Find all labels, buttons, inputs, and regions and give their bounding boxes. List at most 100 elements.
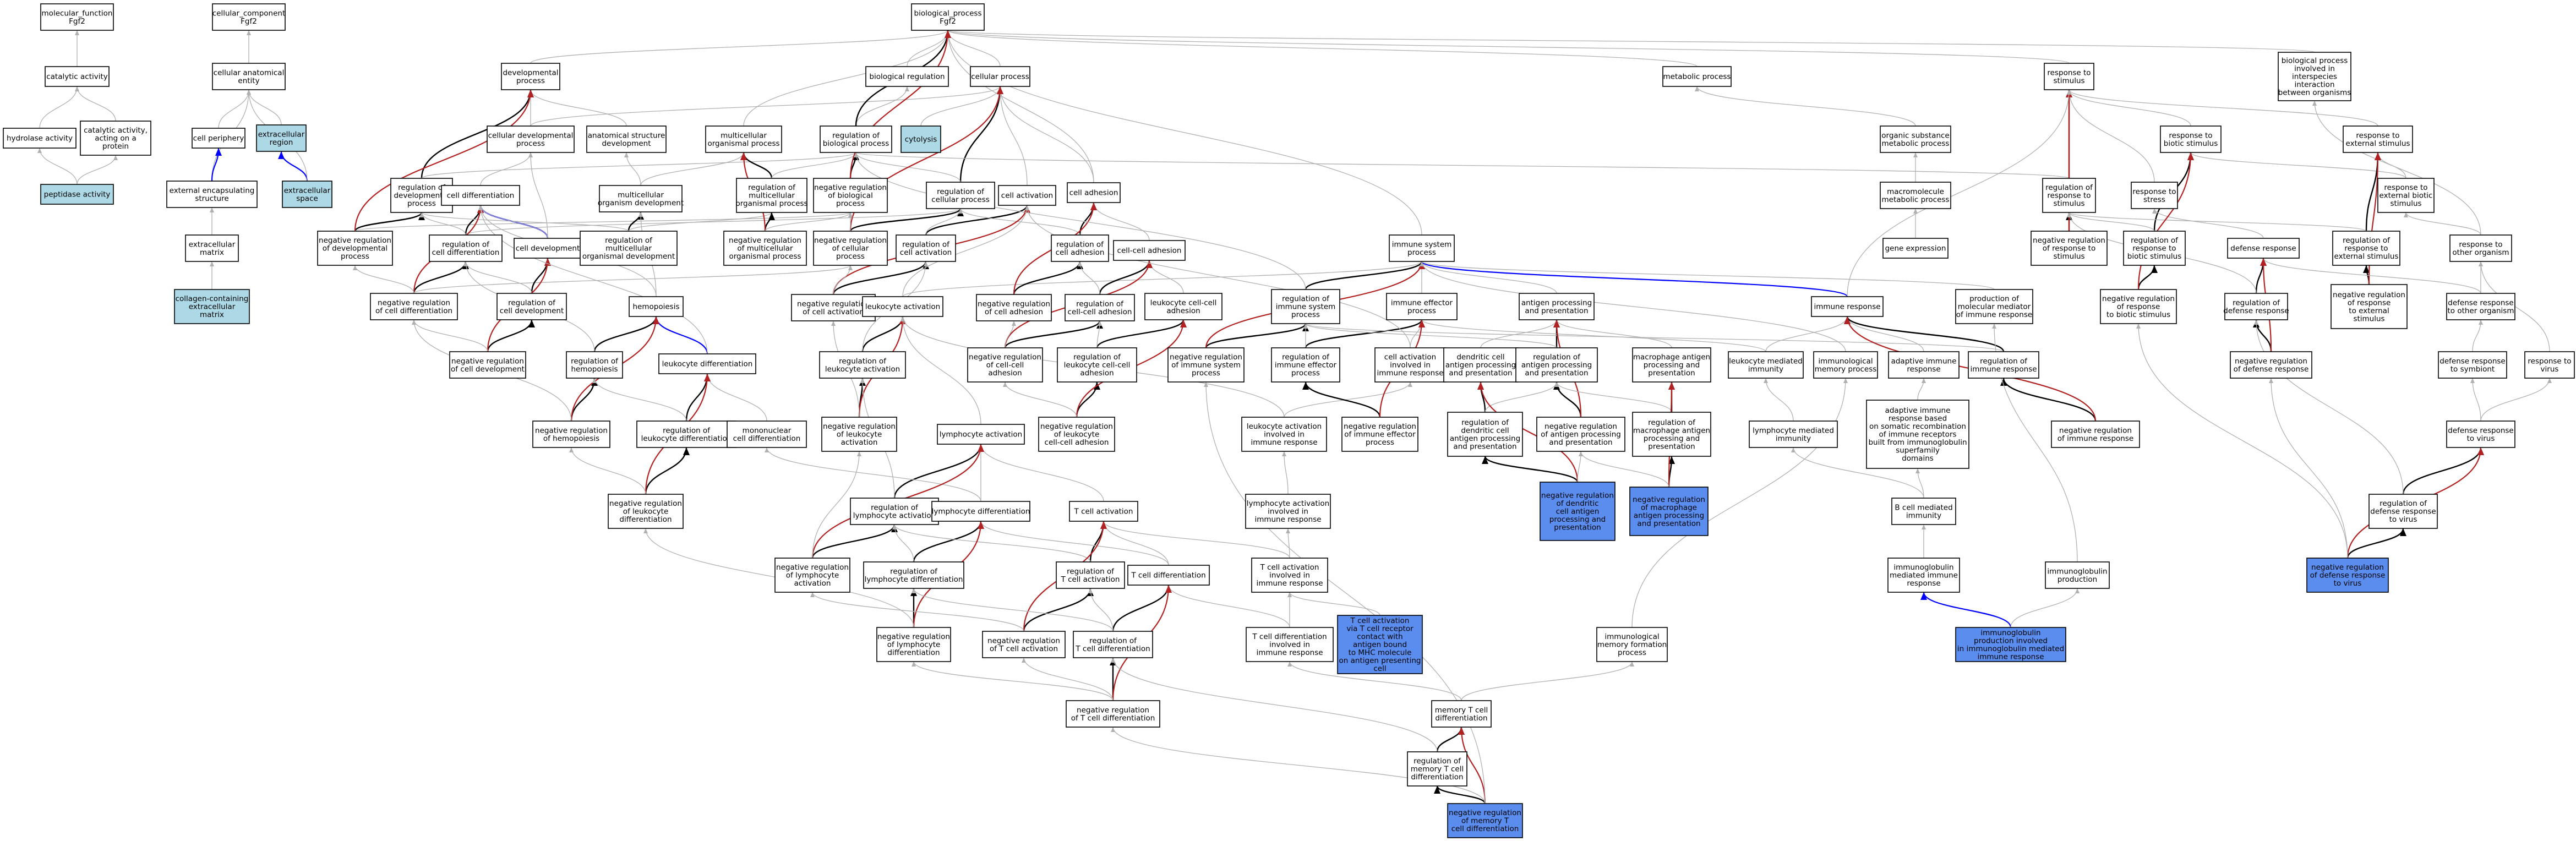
node-hemopoiesis[interactable]: hemopoiesis xyxy=(629,296,684,317)
node-gene-expression[interactable]: gene expression xyxy=(1882,238,1949,259)
node-lymphocyte-differentiation[interactable]: lymphocyte differentiation xyxy=(931,501,1030,522)
node-cell-development[interactable]: cell development xyxy=(514,238,582,259)
node-leukocyte-differentiation[interactable]: leukocyte differentiation xyxy=(658,353,756,374)
node-biological-regulation[interactable]: biological regulation xyxy=(865,66,949,87)
node-lymphocyte-activation[interactable]: lymphocyte activation xyxy=(937,424,1025,445)
node-hydrolase-activity[interactable]: hydrolase activity xyxy=(3,128,77,149)
node-cell-adhesion[interactable]: cell adhesion xyxy=(1067,182,1121,203)
node-immune-response[interactable]: immune response xyxy=(1811,296,1884,317)
node-t-cell-differentiation[interactable]: T cell differentiation xyxy=(1127,565,1210,586)
node-defense-response[interactable]: defense response xyxy=(2227,238,2300,259)
node-metabolic-process[interactable]: metabolic process xyxy=(1662,66,1732,87)
node-catalytic-activity[interactable]: catalytic activity xyxy=(45,66,110,87)
node-peptidase-activity[interactable]: peptidase activity xyxy=(40,184,114,205)
node-leukocyte-activation[interactable]: leukocyte activation xyxy=(862,296,943,317)
node-t-cell-activation[interactable]: T cell activation xyxy=(1069,501,1138,522)
node-cell-cell-adhesion[interactable]: cell-cell adhesion xyxy=(1113,240,1186,261)
node-cell-differentiation[interactable]: cell differentiation xyxy=(441,185,520,206)
node-cell-periphery[interactable]: cell periphery xyxy=(192,128,245,149)
